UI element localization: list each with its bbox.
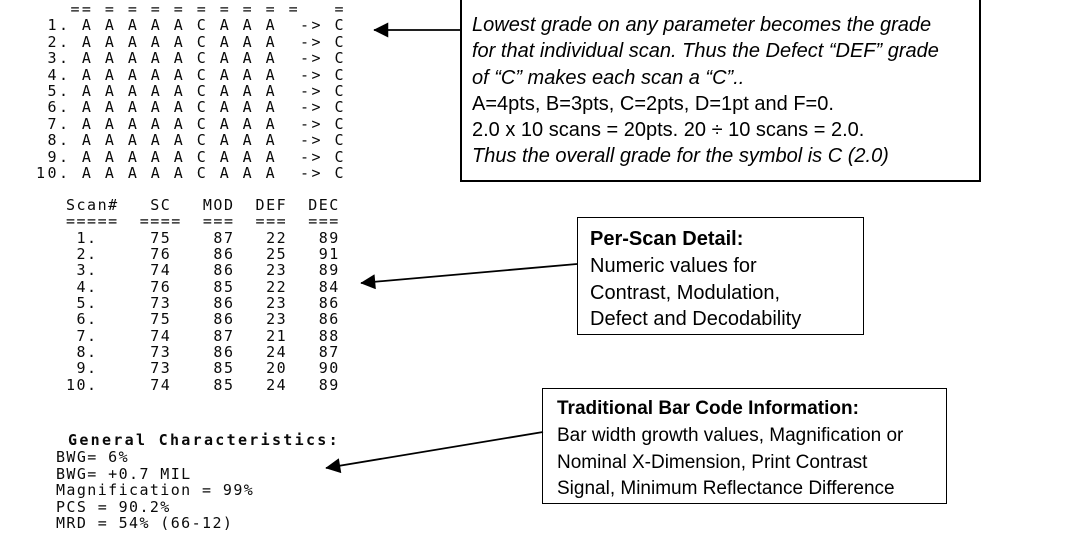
callout-traditional-title: Traditional Bar Code Information: bbox=[557, 398, 859, 419]
callout-text-line: Lowest grade on any parameter becomes th… bbox=[472, 14, 932, 36]
callout-text-line: A=4pts, B=3pts, C=2pts, D=1pt and F=0. bbox=[472, 92, 834, 115]
per-scan-table: Scan# SC MOD DEF DEC ===== ==== === === … bbox=[66, 196, 340, 394]
callout-text-line: Nominal X-Dimension, Print Contrast bbox=[557, 451, 868, 473]
callout-per-scan-title: Per-Scan Detail: bbox=[590, 228, 744, 250]
callout-traditional-lines: Bar width growth values, Magnification o… bbox=[557, 423, 932, 503]
callout-grading-explanation: Lowest grade on any parameter becomes th… bbox=[460, 0, 981, 182]
callout-text-line: 2.0 x 10 scans = 20pts. 20 ÷ 10 scans = … bbox=[472, 119, 865, 142]
callout-text-line: for that individual scan. Thus the Defec… bbox=[472, 40, 939, 63]
general-characteristics-title: General Characteristics: bbox=[68, 431, 340, 449]
arrow-to-general-characteristics-icon bbox=[325, 431, 544, 474]
callout-text-line: Defect and Decodability bbox=[590, 308, 802, 331]
arrow-to-scan-table-icon bbox=[360, 263, 578, 290]
general-characteristics-lines: BWG= 6% BWG= +0.7 MIL Magnification = 99… bbox=[56, 448, 255, 533]
scan-grade-grid: == = = = = = = = = = = 1. A A A A A C A … bbox=[36, 0, 346, 183]
callout-text-line: of “C” makes each scan a “C”.. bbox=[472, 66, 745, 89]
callout-grading-lines: Lowest grade on any parameter becomes th… bbox=[472, 12, 969, 170]
callout-text-line: Thus the overall grade for the symbol is… bbox=[472, 145, 889, 168]
callout-text-line: Numeric values for bbox=[590, 254, 757, 277]
callout-text-line: Contrast, Modulation, bbox=[590, 281, 781, 304]
callout-traditional-barcode-info: Traditional Bar Code Information: Bar wi… bbox=[542, 388, 947, 504]
callout-text-line: Signal, Minimum Reflectance Difference bbox=[557, 478, 895, 500]
callout-text-line: Bar width growth values, Magnification o… bbox=[557, 424, 904, 446]
